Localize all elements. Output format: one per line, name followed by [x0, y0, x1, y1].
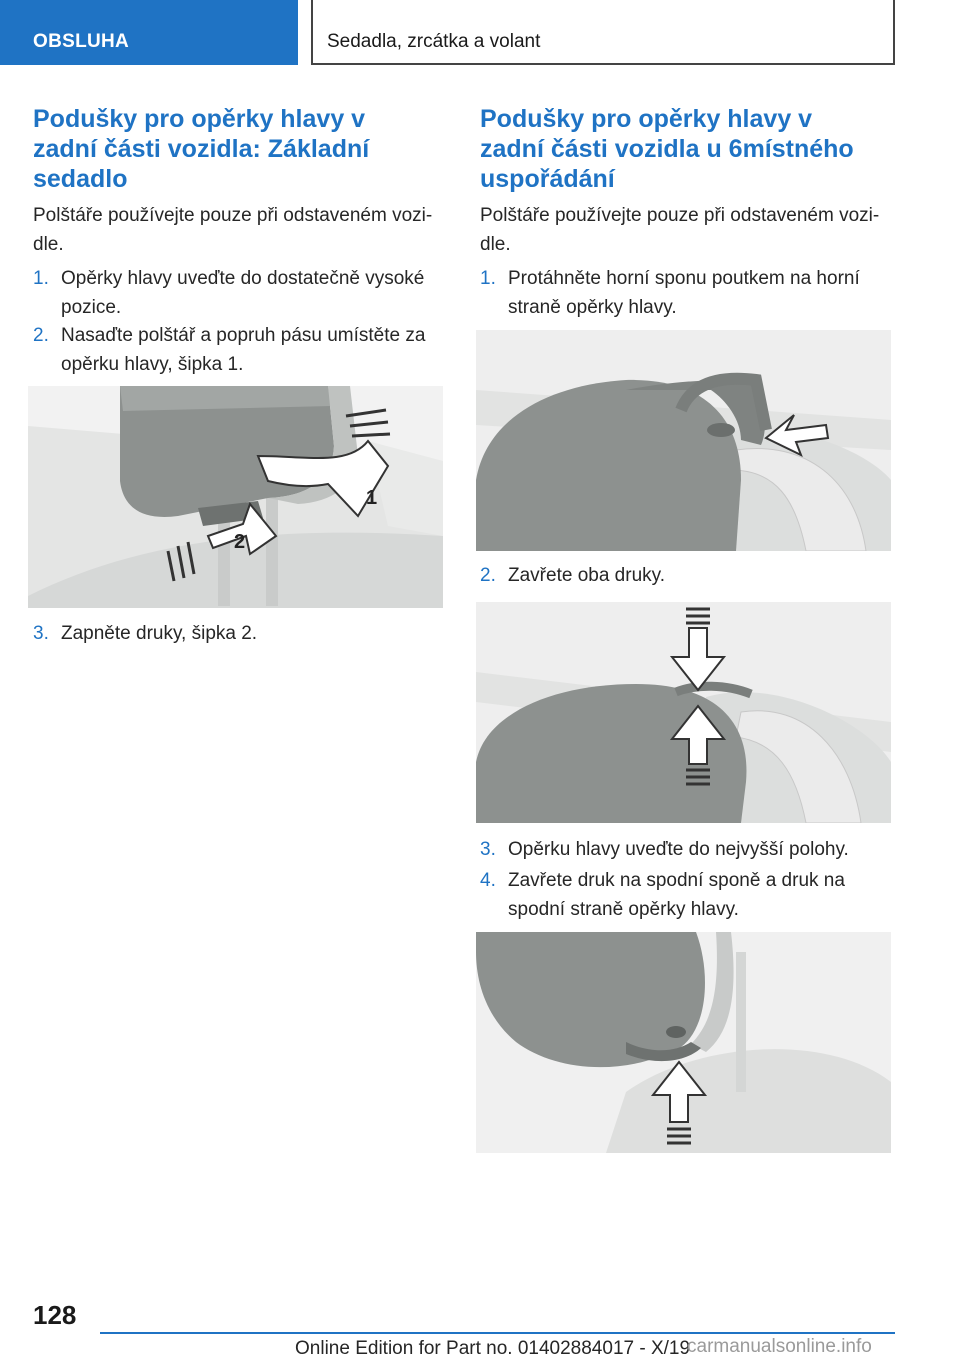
- step-text-line: Opěrku hlavy uveďte do nejvyšší polohy.: [508, 839, 849, 860]
- watermark: carmanualsonline.info: [687, 1336, 872, 1357]
- step-text: Nasaďte polštář a popruh pásu umístěte z…: [61, 321, 425, 379]
- footer-edition-text: Online Edition for Part no. 01402884017 …: [295, 1338, 691, 1359]
- left-heading-line-1: Podušky pro opěrky hlavy v: [33, 105, 366, 133]
- right-heading-line-1: Podušky pro opěrky hlavy v: [480, 105, 813, 133]
- step-number: 1.: [480, 268, 496, 289]
- right-intro-line-1: Polštáře používejte pouze při odstaveném…: [480, 205, 880, 226]
- left-intro-line-1: Polštáře používejte pouze při odstaveném…: [33, 205, 433, 226]
- right-figure-close-snaps: [476, 602, 891, 823]
- step-text-line: spodní straně opěrky hlavy.: [508, 899, 739, 920]
- step-text-line: Protáhněte horní sponu poutkem na horní: [508, 268, 860, 289]
- step-text-line: opěrku hlavy, šipka 1.: [61, 354, 244, 375]
- step-text-line: Zapněte druky, šipka 2.: [61, 623, 258, 644]
- step-text-line: pozice.: [61, 297, 122, 318]
- chapter-title: Sedadla, zrcátka a volant: [311, 0, 895, 65]
- step-number: 2.: [480, 565, 496, 586]
- step-text: Opěrku hlavy uveďte do nejvyšší polohy.: [508, 835, 849, 864]
- step-text: Protáhněte horní sponu poutkem na horní …: [508, 264, 860, 322]
- right-intro: Polštáře používejte pouze při odstaveném…: [480, 201, 892, 259]
- step-number: 2.: [33, 325, 49, 346]
- left-heading-line-2: zadní části vozidla: Základní: [33, 135, 370, 163]
- step-text: Zavřete oba druky.: [508, 561, 665, 590]
- step-text: Zapněte druky, šipka 2.: [61, 619, 257, 648]
- left-headrest-figure: 1 2: [28, 386, 443, 608]
- step-text: Opěrky hlavy uveďte do dostatečně vysoké…: [61, 264, 424, 322]
- footer-rule: [100, 1332, 895, 1334]
- page-number: 128: [33, 1300, 77, 1330]
- left-heading-line-3: sedadlo: [33, 165, 128, 193]
- right-figure-loop-strap: [476, 330, 891, 551]
- arrow-label-1: 1: [366, 487, 377, 509]
- right-heading-line-2: zadní části vozidla u 6místného: [480, 135, 854, 163]
- step-text-line: Nasaďte polštář a popruh pásu umístěte z…: [61, 325, 426, 346]
- left-intro-line-2: dle.: [33, 234, 64, 255]
- right-heading-line-3: uspořádání: [480, 165, 615, 193]
- left-intro: Polštáře používejte pouze při odstaveném…: [33, 201, 443, 259]
- right-figure-lower-snap: [476, 932, 891, 1153]
- step-number: 3.: [33, 623, 49, 644]
- right-heading: Podušky pro opěrky hlavy v zadní části v…: [480, 104, 854, 194]
- arrow-label-2: 2: [234, 531, 245, 553]
- step-text-line: Opěrky hlavy uveďte do dostatečně vysoké: [61, 268, 425, 289]
- step-number: 1.: [33, 268, 49, 289]
- left-heading: Podušky pro opěrky hlavy v zadní části v…: [33, 104, 369, 194]
- right-intro-line-2: dle.: [480, 234, 511, 255]
- step-number: 4.: [480, 870, 496, 891]
- step-text-line: Zavřete oba druky.: [508, 565, 666, 586]
- step-text-line: straně opěrky hlavy.: [508, 297, 677, 318]
- step-text: Zavřete druk na spodní sponě a druk na s…: [508, 866, 845, 924]
- step-number: 3.: [480, 839, 496, 860]
- step-text-line: Zavřete druk na spodní sponě a druk na: [508, 870, 845, 891]
- section-tab: OBSLUHA: [0, 0, 298, 65]
